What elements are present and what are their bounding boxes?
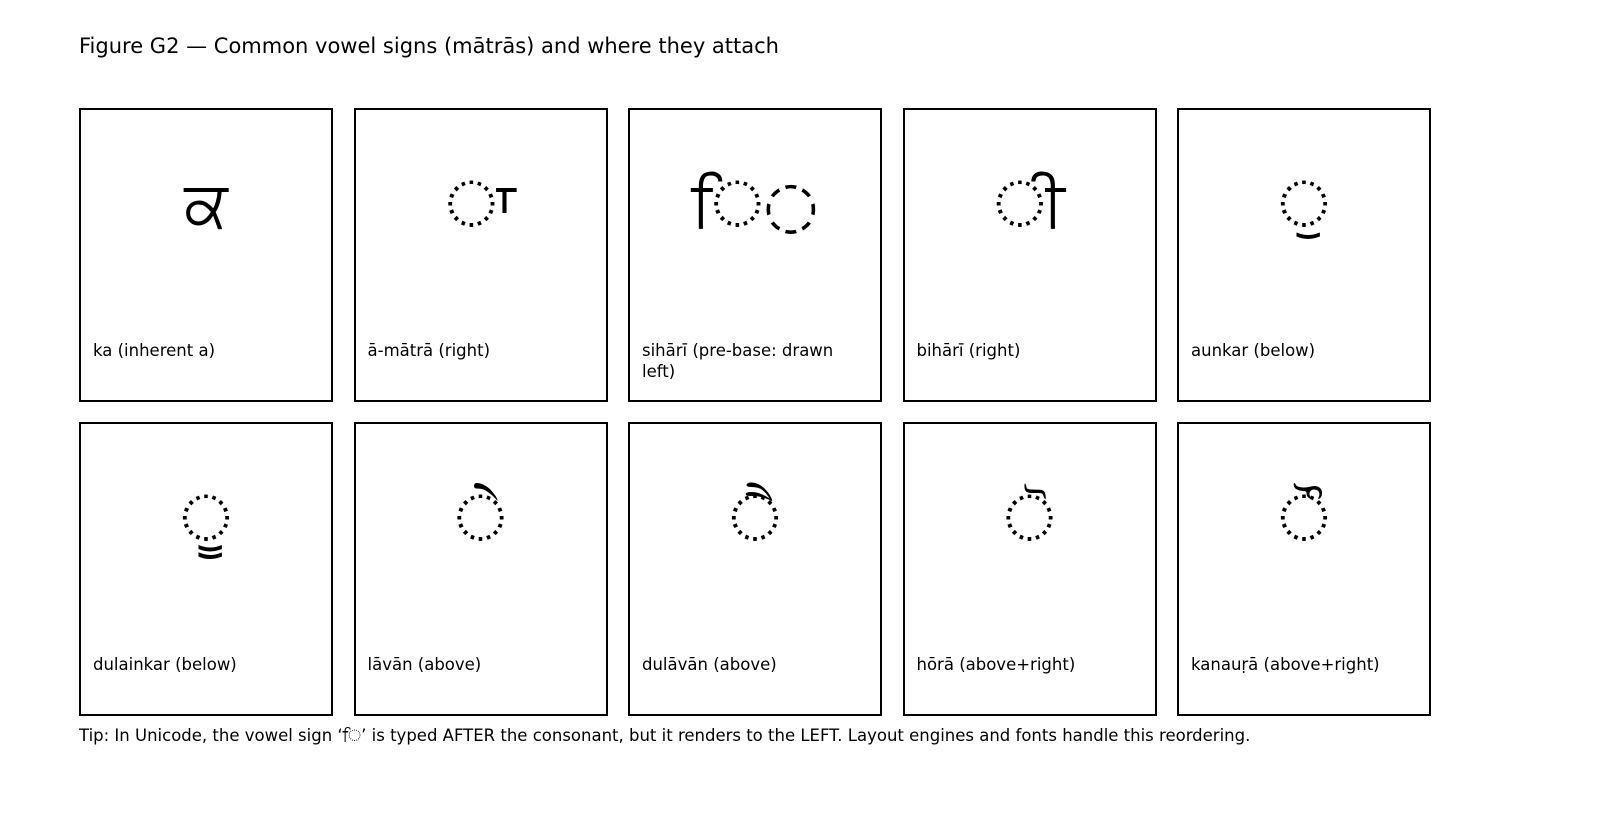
tip-text: Tip: In Unicode, the vowel sign ‘ਿ’ is t… (79, 726, 1251, 745)
glyph: ਕ (184, 168, 228, 242)
glyph: ◌ੈ (729, 482, 781, 556)
card-label: lāvān (above) (367, 655, 482, 674)
glyph: ◌ੀ (994, 168, 1065, 242)
card-label: aunkar (below) (1191, 341, 1316, 360)
vowel-sign-grid: ਕ ka (inherent a) ◌ਾ ā-mātrā (right) ਿ◌ sih… (79, 108, 1431, 716)
card-label: ā-mātrā (right) (367, 341, 491, 360)
glyph: ◌ੇ (454, 482, 507, 556)
glyph: ਿ◌ (691, 168, 819, 242)
card-label: dulainkar (below) (93, 655, 237, 674)
card-sihari: ਿ◌ sihārī (pre-base: drawn left) (628, 108, 882, 402)
card-bihari: ◌ੀ bihārī (right) (902, 108, 1157, 402)
card-hora: ◌ੋ hōrā (above+right) (902, 422, 1157, 716)
card-label: dulāvān (above) (642, 655, 777, 674)
figure-title: Figure G2 — Common vowel signs (mātrās) … (79, 34, 779, 58)
glyph: ◌ੌ (1278, 482, 1330, 556)
card-lavan: ◌ੇ lāvān (above) (353, 422, 608, 716)
card-kanaura: ◌ੌ kanauṛā (above+right) (1177, 422, 1431, 716)
card-label: ka (inherent a) (93, 341, 216, 360)
glyph: ◌ੋ (1003, 482, 1056, 556)
card-label: kanauṛā (above+right) (1191, 655, 1380, 674)
card-aunkar: ◌ੁ aunkar (below) (1177, 108, 1431, 402)
card-label: sihārī (pre-base: drawn left) (642, 341, 834, 381)
glyph: ◌ਾ (445, 168, 516, 242)
card-label: hōrā (above+right) (916, 655, 1076, 674)
card-dulainkar: ◌ੂ dulainkar (below) (79, 422, 333, 716)
card-label: bihārī (right) (916, 341, 1021, 360)
card-dulavan: ◌ੈ dulāvān (above) (628, 422, 882, 716)
glyph: ◌ੂ (180, 482, 232, 556)
card-aa-matra: ◌ਾ ā-mātrā (right) (353, 108, 608, 402)
card-ka: ਕ ka (inherent a) (79, 108, 333, 402)
glyph: ◌ੁ (1278, 168, 1330, 242)
